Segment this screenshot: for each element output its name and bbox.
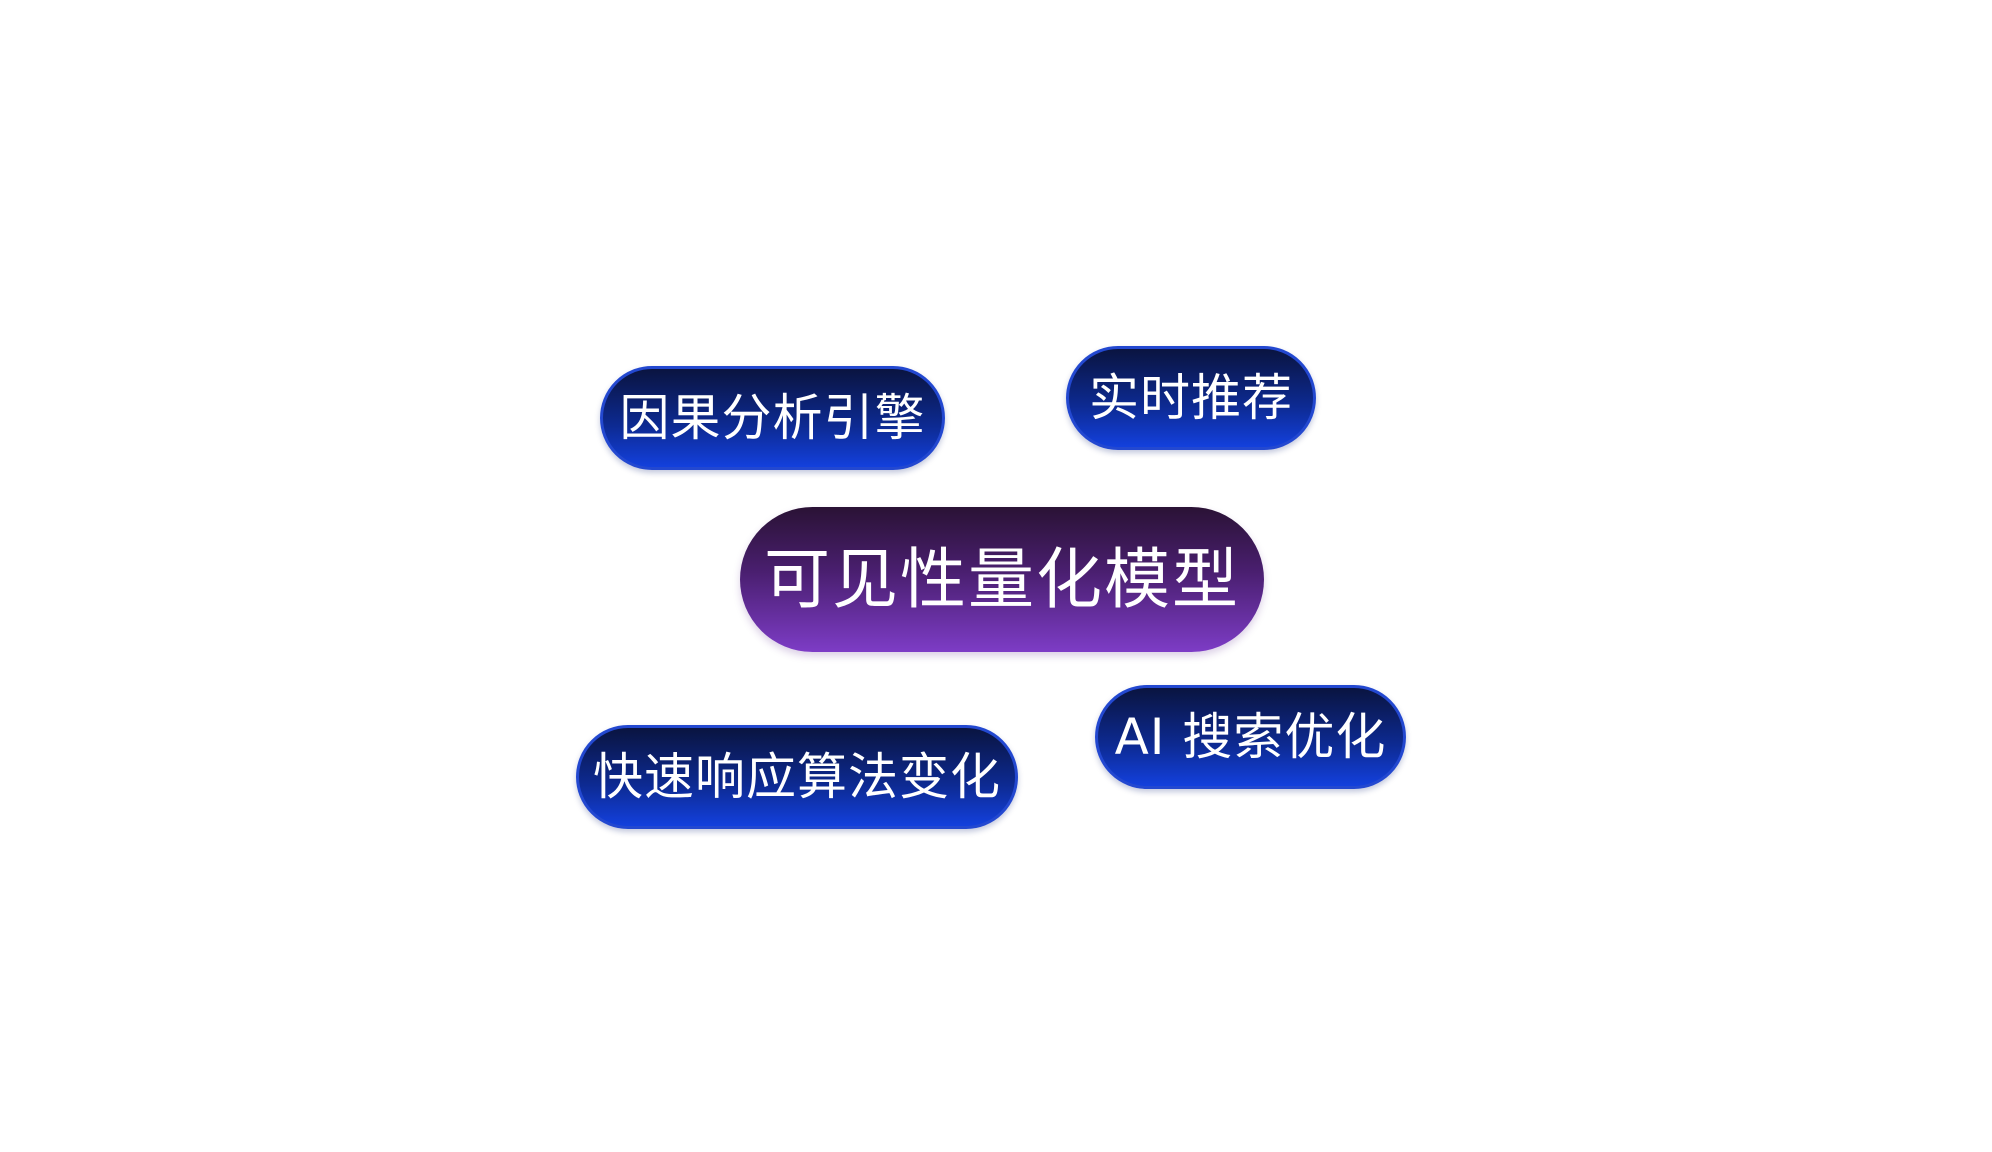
tag-fast-label: 快速响应算法变化: [593, 748, 1001, 806]
tag-visibility-quantification-model: 可见性量化模型: [740, 507, 1264, 652]
tag-fast-response-algorithm: 快速响应算法变化: [576, 725, 1018, 829]
tag-realtime-label: 实时推荐: [1089, 369, 1293, 427]
tag-center-label: 可见性量化模型: [764, 540, 1240, 618]
tag-ai-label: AI 搜索优化: [1114, 708, 1387, 766]
tag-ai-search-optimization: AI 搜索优化: [1095, 685, 1406, 789]
tag-causal-analysis-engine: 因果分析引擎: [600, 366, 945, 470]
tag-causal-label: 因果分析引擎: [619, 389, 926, 447]
tag-realtime-recommendation: 实时推荐: [1066, 346, 1316, 450]
